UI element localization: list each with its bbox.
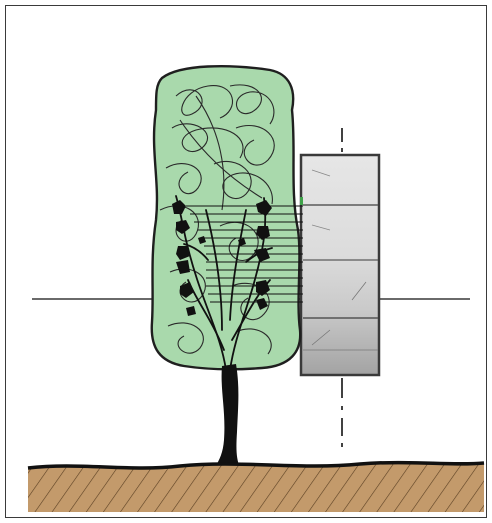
soil-ground [28, 463, 484, 512]
tree-canopy [152, 66, 300, 369]
window-panel [300, 155, 379, 375]
tree-trunk [214, 364, 240, 468]
